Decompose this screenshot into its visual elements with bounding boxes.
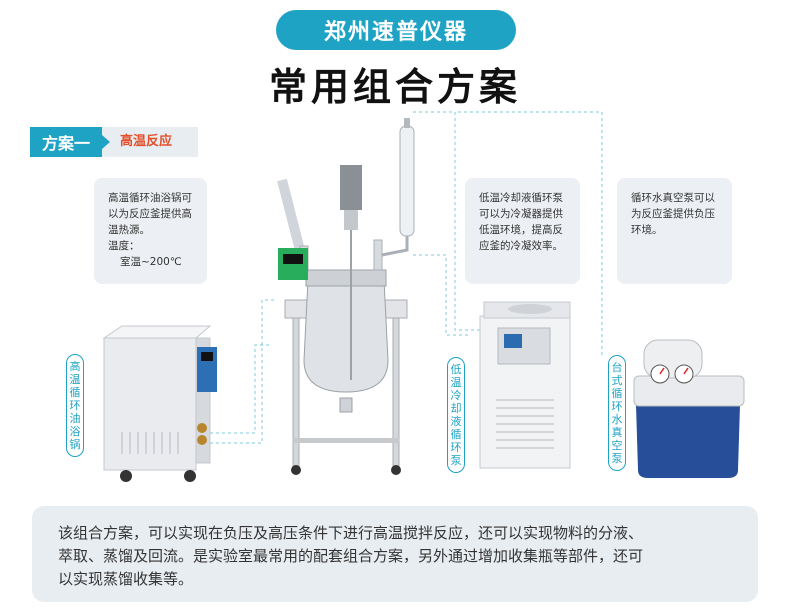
oil-bath-card-line3: 温热源。 (108, 224, 150, 236)
vacuum-label-char: 水 (611, 413, 623, 426)
oil-bath-card-line5: 室温~200℃ (120, 256, 182, 268)
chiller-info-card: 低温冷却液循环泵 可以为冷凝器提供 低温环境，提高反 应釜的冷凝效率。 (465, 178, 580, 284)
vacuum-label-char: 环 (611, 400, 623, 413)
vacuum-card-line1: 循环水真空泵可以 (631, 192, 715, 204)
vacuum-card-line2: 为反应釜提供负压 (631, 208, 715, 220)
page-title: 常用组合方案 (268, 65, 521, 109)
description-box: 该组合方案，可以实现在负压及高压条件下进行高温搅拌反应，还可以实现物料的分液、 … (32, 506, 758, 602)
reactor-device (277, 118, 415, 475)
vacuum-card-line3: 环境。 (631, 224, 663, 236)
oil-bath-label-char: 锅 (69, 438, 81, 451)
brand-name: 郑州速普仪器 (323, 20, 468, 45)
scheme-subtitle: 高温反应 (120, 134, 173, 149)
chiller-label-char: 温 (450, 376, 462, 389)
oil-bath-label-char: 高 (69, 360, 81, 373)
chiller-card-line4: 应釜的冷凝效率。 (479, 240, 563, 252)
brand-pill: 郑州速普仪器 (276, 10, 516, 50)
chiller-label-char: 泵 (450, 454, 462, 467)
oil-bath-label-char: 环 (69, 399, 81, 412)
vacuum-label-char: 式 (611, 374, 623, 387)
description-line1: 该组合方案，可以实现在负压及高压条件下进行高温搅拌反应，还可以实现物料的分液、 (58, 524, 644, 542)
scheme-bar: 方案一 高温反应 (30, 127, 198, 157)
chiller-label-char: 环 (450, 441, 462, 454)
vacuum-label-char: 空 (611, 439, 623, 452)
chiller-device (479, 301, 571, 469)
chiller-card-line2: 可以为冷凝器提供 (479, 208, 563, 220)
vacuum-label-char: 泵 (611, 452, 623, 465)
chiller-vertical-label: 低 温 冷 却 液 循 环 泵 (447, 357, 465, 473)
vacuum-label-char: 真 (611, 426, 623, 439)
oil-bath-vertical-label: 高 温 循 环 油 浴 锅 (66, 354, 84, 457)
vacuum-label-char: 循 (611, 387, 623, 400)
oil-bath-label-char: 循 (69, 386, 81, 399)
scheme-tag: 方案一 (30, 127, 110, 157)
oil-bath-card-line1: 高温循环油浴锅可 (108, 192, 192, 204)
vacuum-pump-device (633, 339, 745, 478)
oil-bath-info-card: 高温循环油浴锅可 以为反应釜提供高 温热源。 温度： 室温~200℃ (94, 178, 207, 284)
oil-bath-card-line4: 温度： (108, 240, 140, 252)
chiller-label-char: 液 (450, 415, 462, 428)
chiller-label-char: 冷 (450, 389, 462, 402)
oil-bath-label-char: 油 (69, 412, 81, 425)
vacuum-label-char: 台 (611, 361, 623, 374)
chiller-label-char: 循 (450, 428, 462, 441)
vacuum-vertical-label: 台 式 循 环 水 真 空 泵 (608, 355, 626, 471)
oil-bath-card-line2: 以为反应釜提供高 (108, 208, 192, 220)
chiller-label-char: 低 (450, 363, 462, 376)
vacuum-info-card: 循环水真空泵可以 为反应釜提供负压 环境。 (617, 178, 732, 284)
oil-bath-device (102, 325, 217, 482)
chiller-label-char: 却 (450, 402, 462, 415)
chiller-card-line3: 低温环境，提高反 (479, 224, 563, 236)
oil-bath-label-char: 浴 (69, 425, 81, 438)
description-line2: 萃取、蒸馏及回流。是实验室最常用的配套组合方案，另外通过增加收集瓶等部件，还可 (58, 547, 644, 565)
description-line3: 以实现蒸馏收集等。 (58, 570, 194, 588)
chiller-card-line1: 低温冷却液循环泵 (479, 192, 563, 204)
oil-bath-label-char: 温 (69, 373, 81, 386)
